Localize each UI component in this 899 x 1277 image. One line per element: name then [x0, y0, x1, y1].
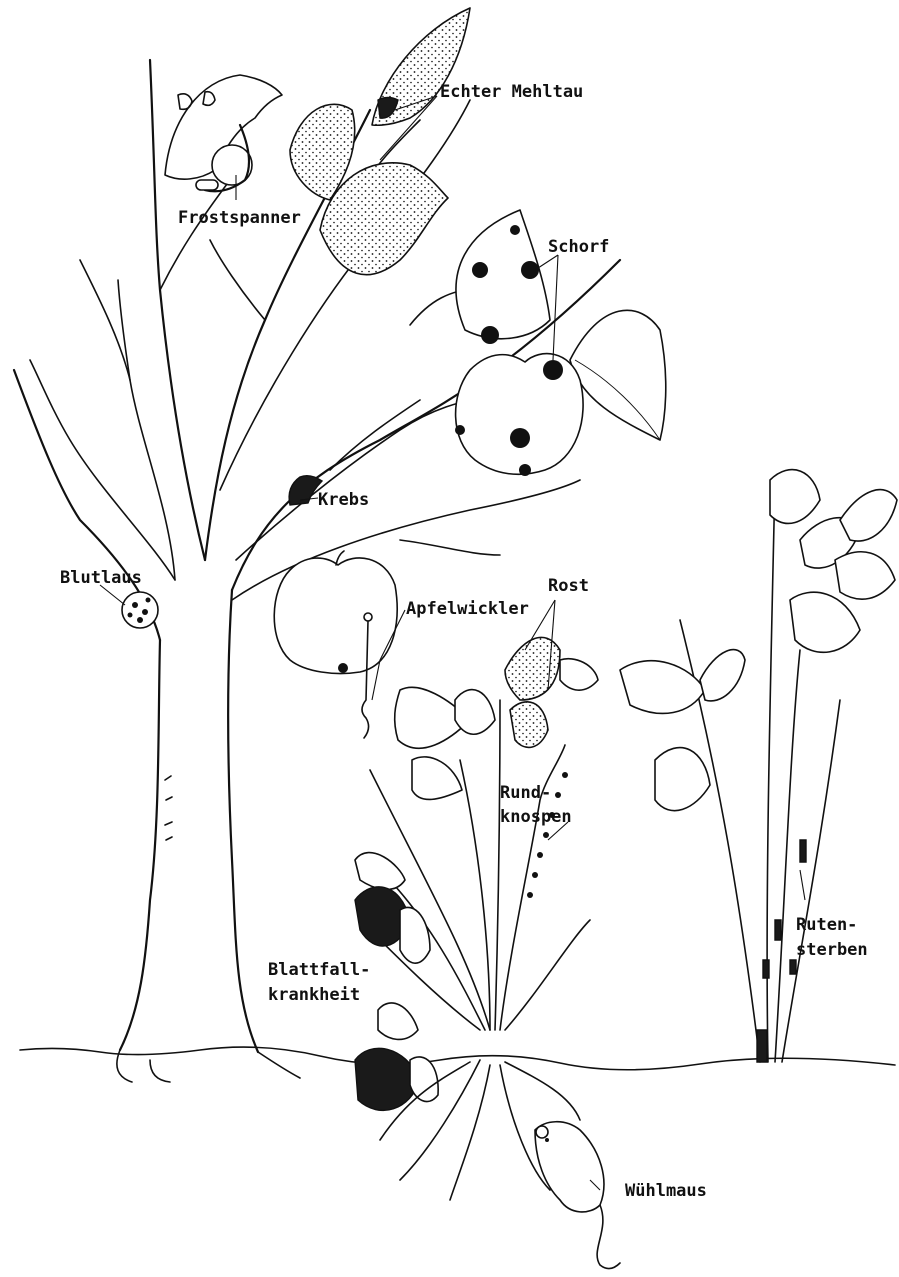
mehltau-leaves: [290, 8, 470, 275]
label-blattfall-line2: krankheit: [268, 985, 360, 1005]
blattfall-leaves: [355, 853, 438, 1111]
label-rutensterben-line1: Ruten-: [796, 915, 857, 935]
label-blattfall-line1: Blattfall-: [268, 960, 370, 980]
label-blutlaus: Blutlaus: [60, 568, 142, 588]
label-frostspanner: Frostspanner: [178, 208, 301, 228]
frostspanner-leaf: [165, 75, 282, 191]
blutlaus-colony: [122, 592, 158, 628]
label-schorf: Schorf: [548, 237, 609, 257]
label-echter-mehltau: Echter Mehltau: [440, 82, 583, 102]
wuehlmaus: [535, 1122, 620, 1269]
label-apfelwickler: Apfelwickler: [406, 599, 529, 619]
label-rundknospen-line1: Rund-: [500, 783, 551, 803]
apfelwickler-apple: [274, 551, 397, 738]
label-rutensterben-line2: sterben: [796, 940, 868, 960]
label-rundknospen-line2: knospen: [500, 807, 572, 827]
rost-plant: [360, 637, 598, 1030]
label-wuehlmaus: Wühlmaus: [625, 1181, 707, 1201]
label-krebs: Krebs: [318, 490, 369, 510]
leader-lines: [100, 96, 805, 1190]
label-rost: Rost: [548, 576, 589, 596]
schorf-apple: [455, 354, 583, 476]
rutensterben-canes: [620, 470, 897, 1062]
